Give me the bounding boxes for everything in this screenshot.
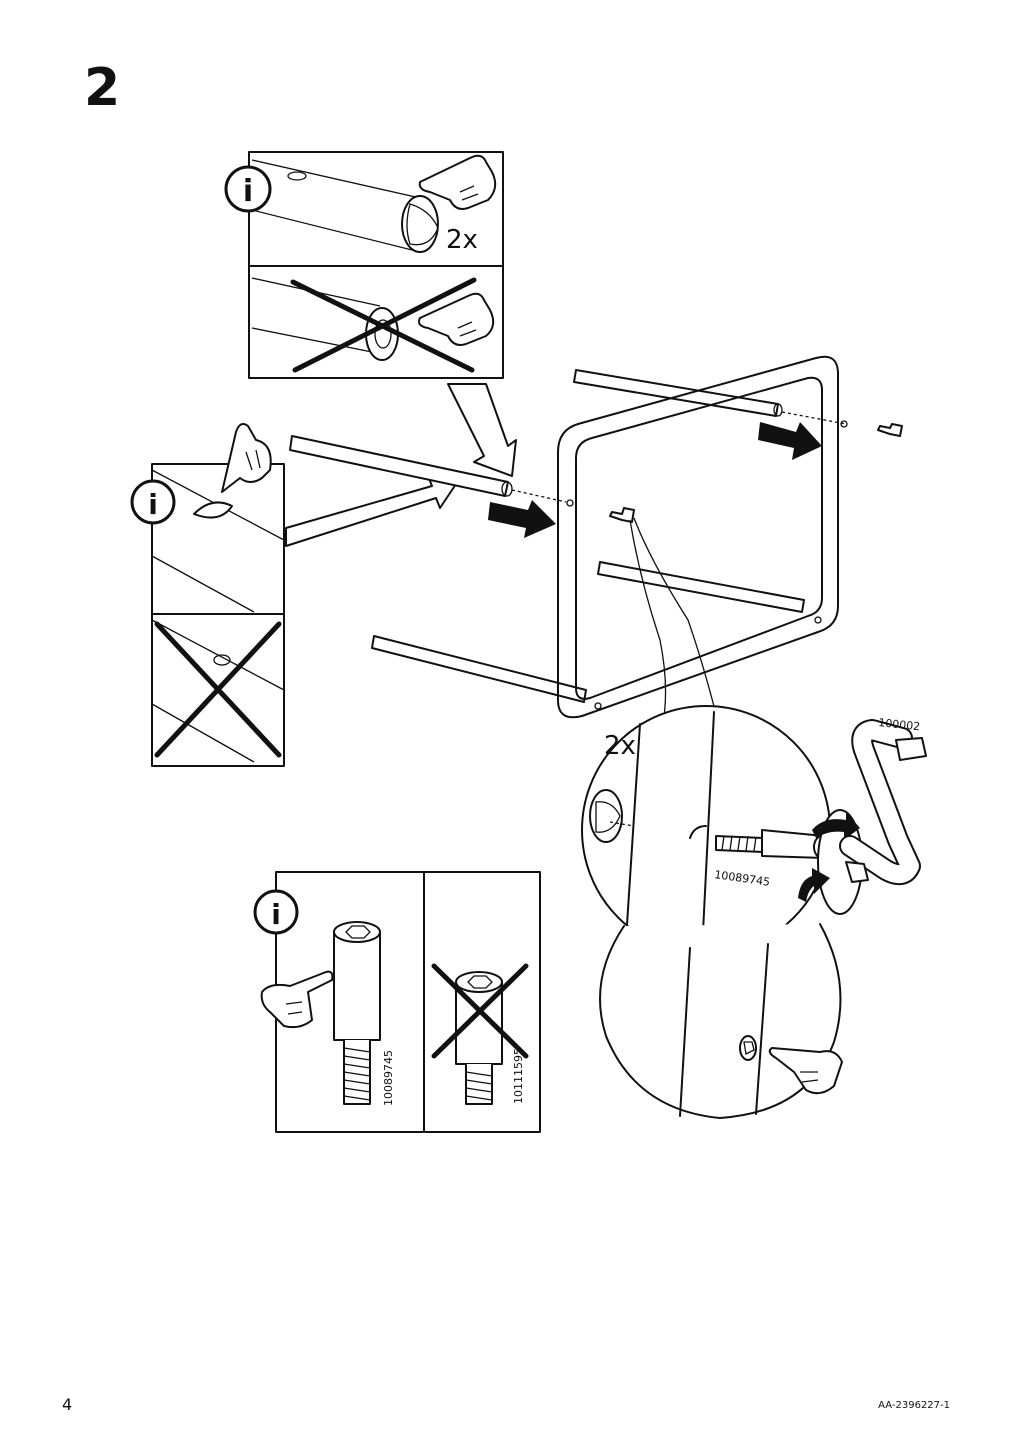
arrow-icon [447,383,517,477]
rotate-arrow-icon [798,868,830,902]
quantity-label-screw: 2x [604,731,636,761]
hand-pointing-icon [221,423,272,493]
step-number: 2 [84,58,121,118]
hole-orientation-panel: i [130,423,285,767]
arrow-icon [758,422,822,460]
rotate-arrow-icon [812,812,860,840]
cross-mark-icon [154,621,282,758]
svg-text:i: i [148,488,158,521]
tightened-detail-callout [599,923,843,1119]
tube-orientation-panel: 2x i [224,151,504,379]
screw-icon [877,423,903,437]
svg-text:i: i [243,174,253,209]
correct-screw-id-label: 10089745 [382,1050,395,1106]
document-code: AA-2396227-1 [878,1400,950,1411]
screw-icon [609,507,635,523]
info-icon: i [253,889,299,935]
tool-id-label: 100002 [878,716,921,733]
page-number: 4 [62,1395,73,1414]
allen-key-icon: 100002 [839,716,927,886]
screw-detail-callout: 10089745 2x [581,705,863,955]
wrong-screw-id-label: 10111595 [512,1048,525,1104]
hand-pointing-icon [260,970,334,1029]
arrow-icon [488,500,556,538]
screw-comparison-panel: 10089745 i 10111595 [253,871,541,1133]
info-icon: i [130,479,176,525]
cross-mark-icon [290,277,477,373]
arrow-icon [285,475,461,547]
quantity-label-top: 2x [446,225,478,255]
svg-text:i: i [271,898,281,931]
hand-pointing-icon [418,154,497,210]
frame-assembly [289,355,903,719]
screw-icon [333,921,381,1105]
hand-pointing-icon [418,292,495,346]
hand-pointing-icon [768,1047,843,1095]
info-icon: i [224,165,272,213]
cross-mark-icon [431,963,529,1059]
